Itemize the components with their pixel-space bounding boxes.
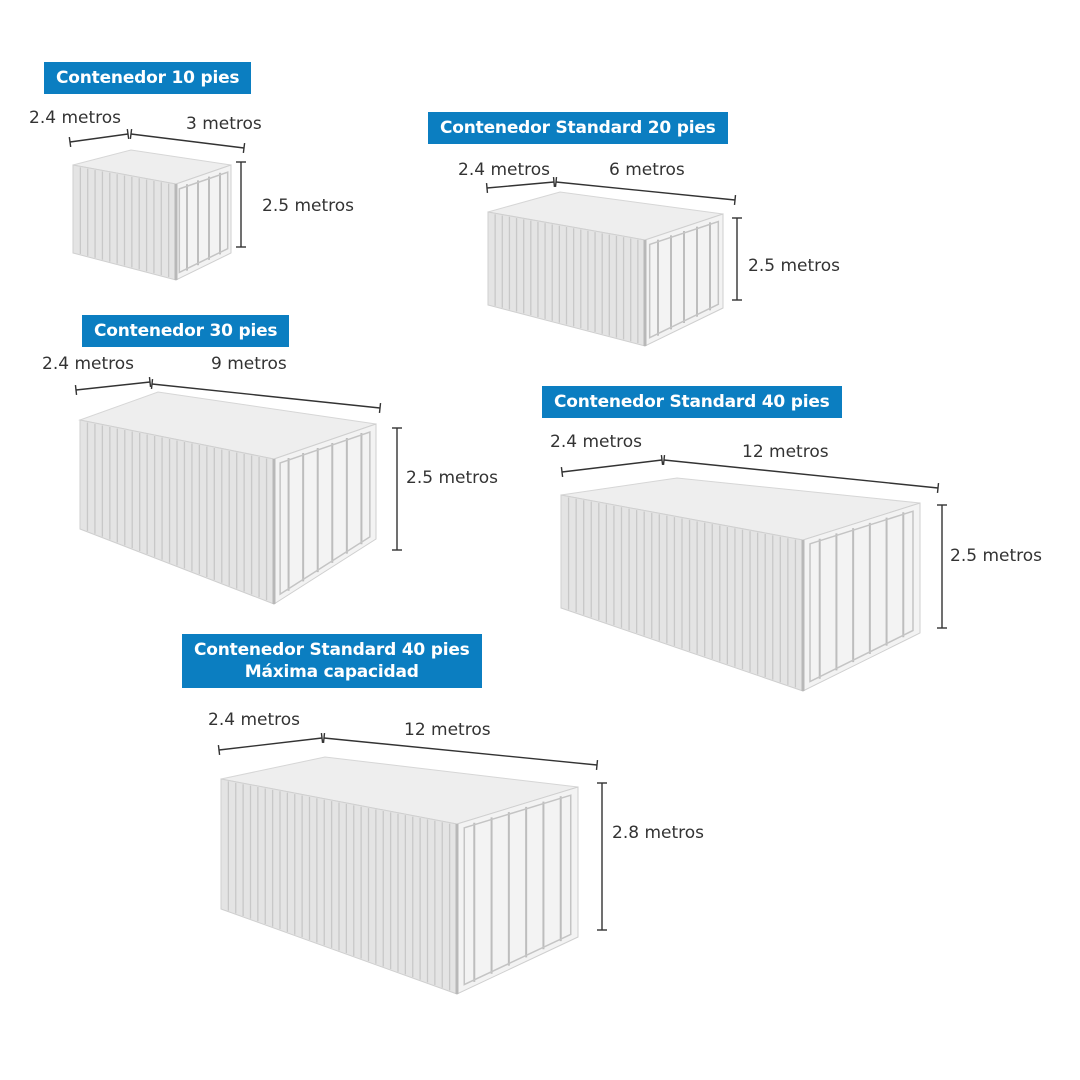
door-frame [648, 220, 720, 339]
length-dimension-line [663, 459, 939, 489]
title-text: Contenedor Standard 20 pies [440, 118, 716, 138]
label-length-container-40-max: 12 metros [404, 720, 491, 740]
container-40-dimensions [560, 454, 947, 629]
length-dimension-line [555, 181, 736, 201]
label-width-container-20: 2.4 metros [458, 160, 550, 180]
title-text: Contenedor 30 pies [94, 321, 278, 341]
label-width-container-30: 2.4 metros [42, 354, 134, 374]
label-length-container-30: 9 metros [211, 354, 287, 374]
width-dimension-line [69, 133, 129, 143]
width-dimension-line [218, 737, 323, 751]
container-door-face [175, 164, 232, 281]
width-dimension-line [75, 381, 151, 391]
container-30-illustration [78, 391, 377, 605]
title-text: Contenedor 10 pies [56, 68, 240, 88]
door-frame [178, 171, 229, 274]
width-dimension-line-tick [68, 136, 72, 148]
label-length-container-40: 12 metros [742, 442, 829, 462]
width-dimension-line-tick [485, 182, 489, 194]
label-height-container-40: 2.5 metros [950, 546, 1042, 566]
length-dimension-line-tick [129, 128, 133, 140]
label-height-container-10: 2.5 metros [262, 196, 354, 216]
title-container-20: Contenedor Standard 20 pies [428, 112, 728, 144]
width-dimension-line-tick [560, 466, 564, 478]
door-frame [463, 794, 572, 986]
length-dimension-line-tick [595, 759, 599, 771]
container-10-illustration [72, 149, 232, 281]
title-container-30: Contenedor 30 pies [82, 315, 290, 347]
length-dimension-line-tick [733, 194, 737, 206]
length-dimension-line-tick [322, 732, 326, 744]
width-dimension-line-tick [660, 454, 664, 466]
width-dimension-line-tick [148, 376, 152, 388]
container-40-max-illustration [220, 756, 579, 995]
door-frame [279, 431, 371, 596]
title-container-40-max: Contenedor Standard 40 pies Máxima capac… [182, 634, 482, 688]
label-height-container-30: 2.5 metros [406, 468, 498, 488]
label-height-container-40-max: 2.8 metros [612, 823, 704, 843]
length-dimension-line [151, 383, 381, 409]
label-width-container-10: 2.4 metros [29, 108, 121, 128]
subtitle-text: Máxima capacidad [244, 662, 419, 682]
container-20-illustration [487, 191, 724, 347]
title-text: Contenedor Standard 40 pies [194, 640, 470, 660]
length-dimension-line-tick [378, 402, 382, 414]
container-40-max-dimensions [217, 732, 607, 931]
length-dimension-line-tick [662, 454, 666, 466]
label-width-container-40: 2.4 metros [550, 432, 642, 452]
length-dimension-line [130, 133, 245, 149]
length-dimension-line [323, 737, 598, 766]
width-dimension-line-tick [217, 744, 221, 756]
width-dimension-line-tick [320, 732, 324, 744]
width-dimension-line-tick [126, 128, 130, 140]
label-length-container-10: 3 metros [186, 114, 262, 134]
length-dimension-line-tick [554, 176, 558, 188]
label-length-container-20: 6 metros [609, 160, 685, 180]
label-width-container-40-max: 2.4 metros [208, 710, 300, 730]
label-height-container-20: 2.5 metros [748, 256, 840, 276]
length-dimension-line-tick [150, 378, 154, 390]
length-dimension-line-tick [242, 142, 246, 154]
container-20-dimensions [485, 176, 742, 301]
title-container-40: Contenedor Standard 40 pies [542, 386, 842, 418]
door-frame [809, 510, 914, 683]
width-dimension-line-tick [74, 384, 78, 396]
width-dimension-line-tick [552, 176, 556, 188]
container-10-dimensions [68, 128, 246, 248]
width-dimension-line [486, 181, 555, 189]
container-30-dimensions [74, 376, 402, 551]
title-text: Contenedor Standard 40 pies [554, 392, 830, 412]
title-container-10: Contenedor 10 pies [44, 62, 252, 94]
length-dimension-line-tick [936, 482, 940, 494]
width-dimension-line [561, 459, 663, 473]
container-40-illustration [560, 477, 921, 692]
